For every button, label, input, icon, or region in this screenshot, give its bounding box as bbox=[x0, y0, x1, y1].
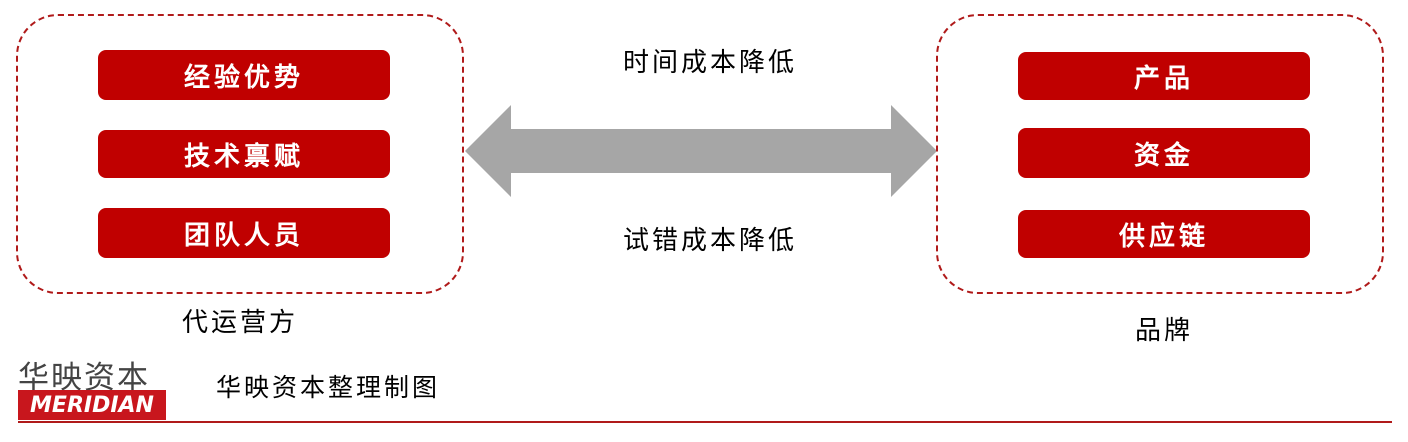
source-note: 华映资本整理制图 bbox=[216, 373, 441, 402]
right-group-box bbox=[936, 14, 1384, 294]
left-item-technology: 技术禀赋 bbox=[98, 130, 390, 178]
left-item-experience: 经验优势 bbox=[98, 50, 390, 100]
arrow-top-label: 时间成本降低 bbox=[622, 48, 797, 78]
double-arrow-icon bbox=[465, 105, 937, 197]
right-item-supply-chain: 供应链 bbox=[1018, 210, 1310, 258]
right-item-product: 产品 bbox=[1018, 52, 1310, 100]
footer-divider bbox=[18, 421, 1392, 423]
left-item-team: 团队人员 bbox=[98, 208, 390, 258]
left-group-box bbox=[16, 14, 464, 294]
right-group-label: 品牌 bbox=[1134, 316, 1193, 346]
left-group-label: 代运营方 bbox=[181, 308, 298, 338]
arrow-bottom-label: 试错成本降低 bbox=[622, 226, 797, 256]
logo-meridian: MERIDIAN bbox=[18, 390, 166, 420]
right-item-funds: 资金 bbox=[1018, 128, 1310, 178]
